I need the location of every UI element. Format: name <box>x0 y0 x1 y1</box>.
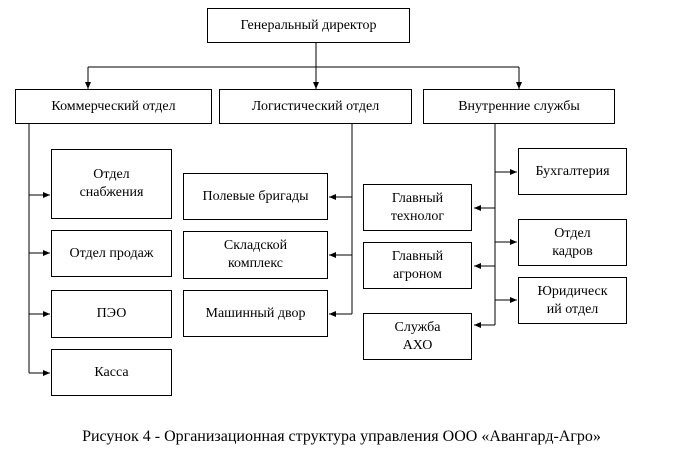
chief-agronomist-label: Главный агроном <box>391 248 444 282</box>
chief-agronomist-box: Главный агроном <box>363 242 472 289</box>
cash-desk-box: Касса <box>51 349 172 396</box>
hr-department-label: Отдел кадров <box>552 225 593 259</box>
machine-yard-label: Машинный двор <box>205 305 306 321</box>
machine-yard-box: Машинный двор <box>183 290 328 337</box>
peo-box: ПЭО <box>51 290 172 338</box>
general-director-label: Генеральный директор <box>240 17 377 33</box>
general-director-box: Генеральный директор <box>207 8 410 43</box>
internal-services-box: Внутренние службы <box>423 89 615 124</box>
commercial-department-box: Коммерческий отдел <box>15 89 212 124</box>
hr-department-box: Отдел кадров <box>518 219 627 266</box>
cash-desk-label: Касса <box>94 364 129 380</box>
internal-services-label: Внутренние службы <box>458 98 580 114</box>
warehouse-complex-label: Складской комплекс <box>223 238 288 271</box>
field-brigades-label: Полевые бригады <box>202 188 309 204</box>
supply-department-box: Отдел снабжения <box>51 149 172 219</box>
chief-technologist-label: Главный технолог <box>390 190 445 224</box>
chief-technologist-box: Главный технолог <box>363 184 472 231</box>
sales-department-box: Отдел продаж <box>51 230 172 277</box>
logistics-department-box: Логистический отдел <box>219 89 412 124</box>
legal-department-box: Юридическ ий отдел <box>518 277 627 324</box>
logistics-department-label: Логистический отдел <box>251 98 380 114</box>
supply-department-label: Отдел снабжения <box>79 167 144 200</box>
commercial-department-label: Коммерческий отдел <box>51 98 176 114</box>
figure-caption: Рисунок 4 - Организационная структура уп… <box>82 428 601 445</box>
warehouse-complex-box: Складской комплекс <box>183 231 328 279</box>
legal-department-label: Юридическ ий отдел <box>537 283 608 317</box>
accounting-label: Бухгалтерия <box>535 163 610 179</box>
aho-service-box: Служба АХО <box>363 313 472 360</box>
peo-label: ПЭО <box>96 306 127 321</box>
sales-department-label: Отдел продаж <box>69 245 154 261</box>
field-brigades-box: Полевые бригады <box>183 173 328 220</box>
aho-service-label: Служба АХО <box>394 319 441 353</box>
accounting-box: Бухгалтерия <box>518 148 627 195</box>
